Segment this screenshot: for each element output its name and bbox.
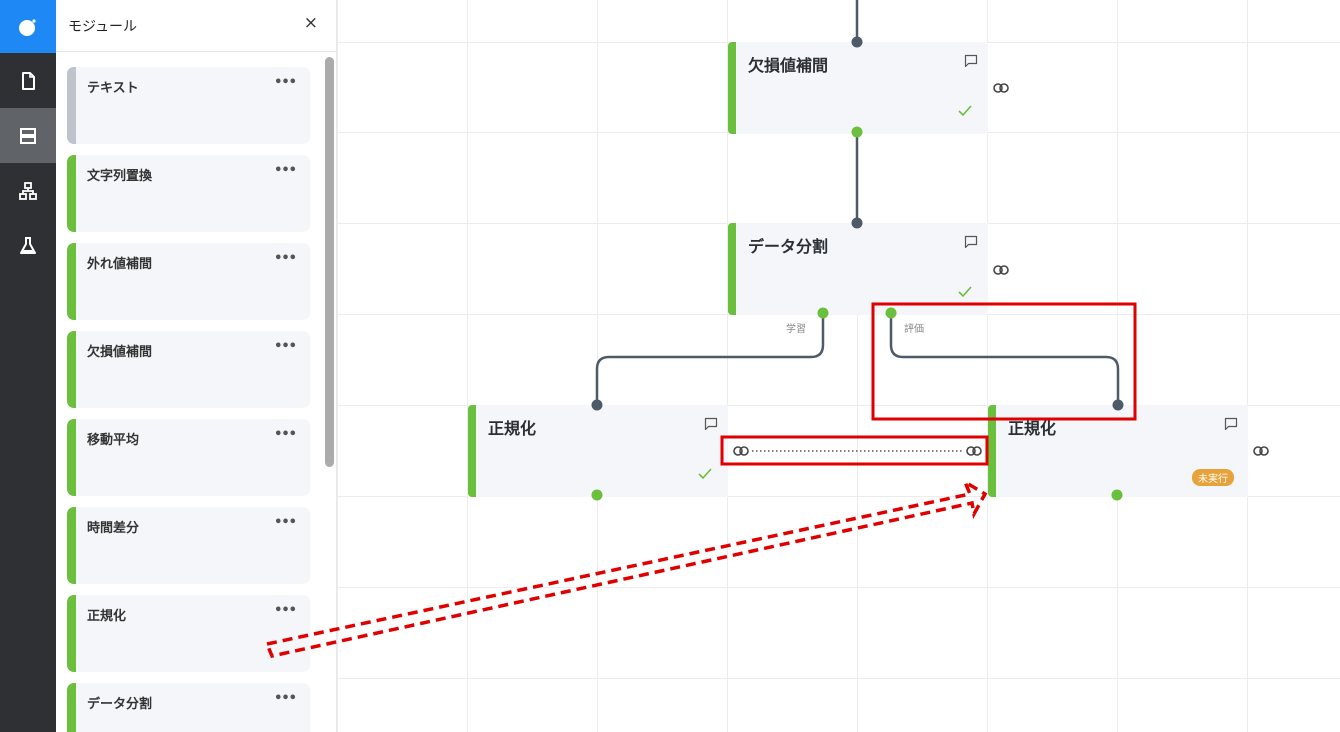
pipeline-canvas[interactable]: 欠損値補間 データ分割 学習 評価 正規化: [337, 0, 1340, 732]
more-options-icon[interactable]: •••: [274, 75, 297, 90]
module-card-label: 外れ値補間: [87, 257, 153, 272]
module-panel-scrollbar[interactable]: [325, 57, 334, 467]
link-icon[interactable]: [966, 446, 982, 456]
check-icon: [958, 105, 972, 117]
module-card-label: データ分割: [87, 697, 153, 712]
node-normalize-eval[interactable]: 正規化 未実行: [988, 405, 1248, 497]
grid-line: [467, 0, 468, 732]
module-color-bar: [67, 243, 76, 320]
module-card-normalize[interactable]: 正規化 •••: [67, 595, 310, 672]
grid-line: [337, 678, 1340, 679]
module-card-label: 移動平均: [87, 433, 140, 448]
rail-item-modules[interactable]: [0, 108, 56, 163]
module-card-label: テキスト: [87, 81, 139, 96]
module-card-label: 欠損値補間: [87, 345, 153, 360]
logo-icon: [19, 18, 36, 36]
node-status-bar: [728, 223, 736, 315]
node-title: データ分割: [748, 237, 829, 256]
rail-item-document[interactable]: [0, 53, 56, 108]
module-color-bar: [67, 331, 76, 408]
module-card-data-split[interactable]: データ分割 •••: [67, 683, 310, 732]
edge-label-train: 学習: [786, 324, 806, 335]
node-status-bar: [728, 42, 736, 134]
flask-icon: [20, 236, 36, 254]
more-options-icon[interactable]: •••: [274, 427, 297, 442]
module-color-bar: [67, 683, 76, 732]
more-options-icon[interactable]: •••: [274, 515, 297, 530]
module-panel-header: モジュール ×: [56, 0, 336, 52]
rail-item-experiment[interactable]: [0, 218, 56, 273]
node-title: 正規化: [488, 419, 537, 438]
node-title: 正規化: [1008, 419, 1057, 438]
module-color-bar: [67, 67, 76, 144]
module-card-label: 正規化: [87, 609, 127, 624]
grid-line: [337, 405, 1340, 406]
grid-line: [1117, 0, 1118, 732]
app-logo[interactable]: [0, 0, 56, 53]
more-options-icon[interactable]: •••: [274, 163, 297, 178]
check-icon: [698, 468, 712, 480]
module-color-bar: [67, 595, 76, 672]
grid-line: [337, 0, 338, 732]
edge-label-eval: 評価: [904, 324, 924, 335]
grid-line: [857, 0, 858, 732]
grid-line: [337, 587, 1340, 588]
module-panel: モジュール × テキスト ••• 文字列置換 ••• 外れ値補間 ••• 欠損値…: [56, 0, 337, 732]
link-icon[interactable]: [1253, 446, 1269, 456]
check-icon: [958, 286, 972, 298]
comment-icon[interactable]: [964, 54, 978, 68]
more-options-icon[interactable]: •••: [274, 339, 297, 354]
document-icon: [22, 71, 35, 90]
node-title: 欠損値補間: [748, 56, 829, 75]
module-card-string-replace[interactable]: 文字列置換 •••: [67, 155, 310, 232]
status-badge: 未実行: [1192, 469, 1234, 486]
module-card-label: 文字列置換: [87, 169, 153, 184]
comment-icon[interactable]: [1224, 417, 1238, 431]
module-color-bar: [67, 507, 76, 584]
hierarchy-icon: [19, 181, 37, 200]
module-list-icon: [20, 127, 36, 144]
grid-line: [1247, 0, 1248, 732]
node-normalize-train[interactable]: 正規化: [468, 405, 728, 497]
module-color-bar: [67, 419, 76, 496]
module-panel-title: モジュール: [68, 18, 138, 35]
module-card-missing-imputation[interactable]: 欠損値補間 •••: [67, 331, 310, 408]
module-card-moving-average[interactable]: 移動平均 •••: [67, 419, 310, 496]
close-icon[interactable]: ×: [303, 13, 318, 33]
more-options-icon[interactable]: •••: [274, 691, 297, 706]
module-color-bar: [67, 155, 76, 232]
more-options-icon[interactable]: •••: [274, 251, 297, 266]
module-card-time-difference[interactable]: 時間差分 •••: [67, 507, 310, 584]
module-card-outlier-imputation[interactable]: 外れ値補間 •••: [67, 243, 310, 320]
more-options-icon[interactable]: •••: [274, 603, 297, 618]
link-icon[interactable]: [993, 265, 1009, 275]
comment-icon[interactable]: [704, 417, 718, 431]
icon-rail: [0, 0, 56, 732]
comment-icon[interactable]: [964, 235, 978, 249]
node-status-bar: [988, 405, 996, 497]
module-list: テキスト ••• 文字列置換 ••• 外れ値補間 ••• 欠損値補間 ••• 移…: [67, 67, 310, 732]
node-status-bar: [468, 405, 476, 497]
module-card-label: 時間差分: [87, 521, 140, 536]
node-data-split[interactable]: データ分割: [728, 223, 988, 315]
link-icon[interactable]: [733, 446, 749, 456]
module-card-text[interactable]: テキスト •••: [67, 67, 310, 144]
grid-line: [597, 0, 598, 732]
link-icon[interactable]: [993, 83, 1009, 93]
node-missing-imputation[interactable]: 欠損値補間: [728, 42, 988, 134]
rail-item-hierarchy[interactable]: [0, 163, 56, 218]
